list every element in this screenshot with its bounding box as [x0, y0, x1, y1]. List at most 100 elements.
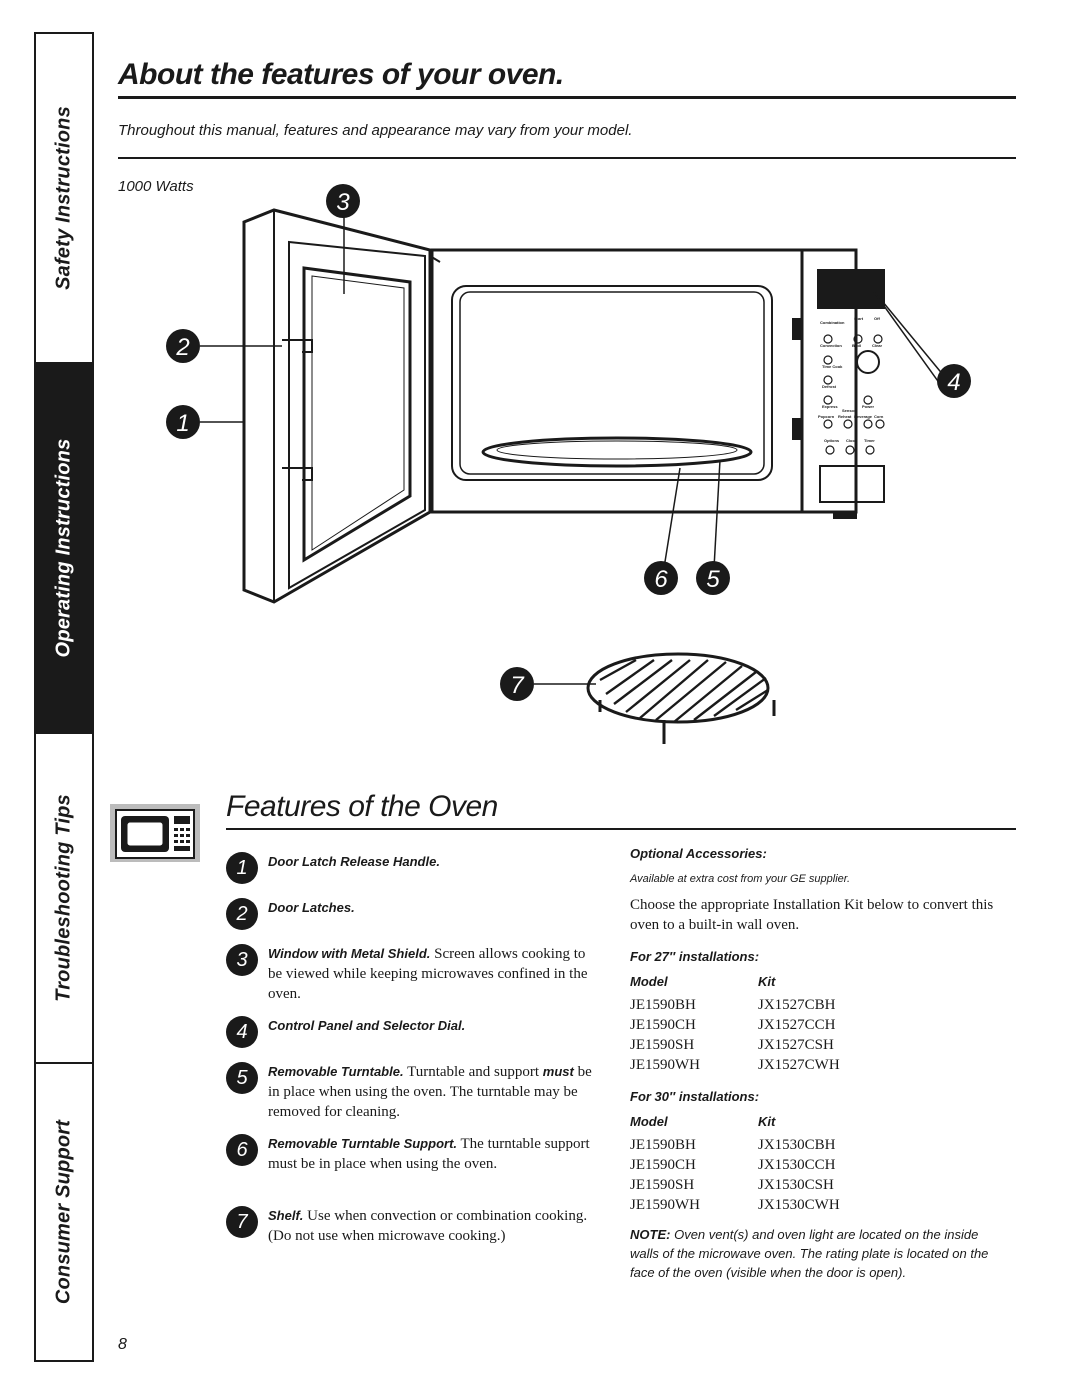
- panel-label-popcorn: Popcorn: [818, 414, 835, 419]
- optional-accessories: Optional Accessories: Available at extra…: [630, 846, 1010, 1282]
- panel-label-convection: Convection: [820, 343, 842, 348]
- accessories-availability: Available at extra cost from your GE sup…: [630, 873, 851, 885]
- table-row: JE1590BH JX1530CBH: [630, 1135, 840, 1155]
- table-row: JE1590WH JX1527CWH: [630, 1055, 840, 1075]
- tab-consumer-support[interactable]: Consumer Support: [36, 1064, 92, 1360]
- kit-cell: JX1527CCH: [758, 1017, 836, 1033]
- model-cell: JE1590CH: [630, 1017, 696, 1033]
- model-cell: JE1590CH: [630, 1157, 696, 1173]
- feature-term: Removable Turntable.: [268, 1064, 404, 1079]
- kit-cell: JX1527CBH: [758, 997, 836, 1013]
- feature-term: Door Latch Release Handle.: [268, 854, 440, 869]
- selector-dial: [856, 350, 880, 374]
- kit-table-30: Model Kit JE1590BH JX1530CBH JE1590CH JX…: [630, 1114, 840, 1215]
- callout-2: 2: [175, 334, 189, 361]
- callout-4: 4: [947, 369, 960, 396]
- kit-cell: JX1530CWH: [758, 1197, 840, 1213]
- kit-cell: JX1530CCH: [758, 1157, 836, 1173]
- panel-label-combination: Combination: [820, 320, 845, 325]
- tab-safety-instructions[interactable]: Safety Instructions: [36, 34, 92, 364]
- model-cell: JE1590WH: [630, 1197, 700, 1213]
- page-subtitle: Throughout this manual, features and app…: [118, 122, 633, 139]
- door-window: [302, 266, 412, 563]
- model-cell: JE1590BH: [630, 997, 696, 1013]
- feature-term: Door Latches.: [268, 900, 355, 915]
- model-cell: JE1590SH: [630, 1037, 695, 1053]
- callout-3: 3: [336, 189, 350, 216]
- panel-label-time-cook: Time Cook: [822, 364, 843, 369]
- panel-label-off: Off: [874, 316, 880, 321]
- tab-label: Consumer Support: [52, 1119, 75, 1305]
- panel-label-clear: Clear: [872, 343, 882, 348]
- panel-label-express: Express: [822, 404, 838, 409]
- door-latch-lower: [282, 467, 313, 481]
- feature-term: Control Panel and Selector Dial.: [268, 1018, 466, 1033]
- kit-table-30-title: For 30″ installations:: [630, 1089, 760, 1104]
- feature-item-5: 5 Removable Turntable. Turntable and sup…: [226, 1062, 596, 1122]
- feature-description-cont: be in place when using the oven. The tur…: [268, 1064, 592, 1120]
- panel-label-options: Options: [824, 438, 840, 443]
- kit-cell: JX1530CBH: [758, 1137, 836, 1153]
- feature-number: 4: [226, 1016, 258, 1048]
- feature-number: 6: [226, 1134, 258, 1166]
- feature-description: Use when convection or combination cooki…: [268, 1208, 588, 1244]
- model-cell: JE1590SH: [630, 1177, 695, 1193]
- tab-troubleshooting-tips[interactable]: Troubleshooting Tips: [36, 734, 92, 1064]
- feature-description: Screen allows cooking to be viewed while…: [268, 946, 588, 1002]
- panel-label-broil: Broil: [852, 343, 861, 348]
- panel-label-corn: Corn: [874, 414, 884, 419]
- oven-cavity: [451, 285, 773, 481]
- feature-description: The turntable support must be in place w…: [268, 1136, 590, 1172]
- table-row: JE1590SH JX1530CSH: [630, 1175, 840, 1195]
- panel-label-reheat: Reheat: [838, 414, 852, 419]
- model-cell: JE1590BH: [630, 1137, 696, 1153]
- column-header-kit: Kit: [758, 1114, 776, 1129]
- feature-term: Window with Metal Shield.: [268, 946, 431, 961]
- tab-operating-instructions[interactable]: Operating Instructions: [36, 364, 92, 734]
- table-row: JE1590SH JX1527CSH: [630, 1035, 840, 1055]
- kit-cell: JX1527CWH: [758, 1057, 840, 1073]
- wattage-label: 1000 Watts: [118, 178, 194, 195]
- callout-1: 1: [176, 410, 189, 437]
- title-rule: [118, 96, 1016, 99]
- panel-label-defrost: Defrost: [822, 384, 837, 389]
- feature-item-2: 2 Door Latches.: [226, 898, 596, 930]
- table-row: JE1590WH JX1530CWH: [630, 1195, 840, 1215]
- panel-label-beverage: Beverage: [854, 414, 873, 419]
- feature-number: 2: [226, 898, 258, 930]
- page-number: 8: [118, 1336, 127, 1353]
- panel-label-power: Power: [862, 404, 874, 409]
- microwave-icon: [110, 804, 200, 862]
- section-tab-bar: Safety Instructions Operating Instructio…: [34, 32, 94, 1362]
- feature-number: 7: [226, 1206, 258, 1238]
- column-header-model: Model: [630, 1114, 668, 1129]
- feature-term: Shelf.: [268, 1208, 304, 1223]
- control-panel-display: [817, 269, 885, 309]
- shelf: [586, 652, 770, 724]
- callout-5: 5: [706, 566, 720, 593]
- oven-door: [242, 208, 432, 604]
- callout-7: 7: [510, 672, 525, 699]
- note-label: NOTE:: [630, 1227, 671, 1242]
- column-header-kit: Kit: [758, 974, 776, 989]
- turntable: [481, 436, 753, 468]
- panel-label-clock: Clock: [846, 438, 858, 443]
- feature-description: Turntable and support: [407, 1064, 540, 1080]
- table-row: JE1590CH JX1530CCH: [630, 1155, 840, 1175]
- subtitle-rule: [118, 157, 1016, 159]
- door-latch-upper: [282, 339, 313, 353]
- column-header-model: Model: [630, 974, 668, 989]
- feature-item-7: 7 Shelf. Use when convection or combinat…: [226, 1206, 596, 1246]
- feature-item-4: 4 Control Panel and Selector Dial.: [226, 1016, 596, 1048]
- table-row: JE1590CH JX1527CCH: [630, 1015, 840, 1035]
- table-row: JE1590BH JX1527CBH: [630, 995, 840, 1015]
- note-text: Oven vent(s) and oven light are located …: [630, 1227, 989, 1280]
- panel-label-sensor: Sensor: [842, 408, 856, 413]
- feature-number: 3: [226, 944, 258, 976]
- feature-item-3: 3 Window with Metal Shield. Screen allow…: [226, 944, 596, 1004]
- microwave-diagram: Combination Start Off Convection Broil C…: [166, 184, 971, 744]
- feature-item-1: 1 Door Latch Release Handle.: [226, 852, 596, 884]
- page-title: About the features of your oven.: [118, 58, 564, 91]
- accessories-description: Choose the appropriate Installation Kit …: [630, 897, 994, 933]
- kit-table-27: Model Kit JE1590BH JX1527CBH JE1590CH JX…: [630, 974, 840, 1075]
